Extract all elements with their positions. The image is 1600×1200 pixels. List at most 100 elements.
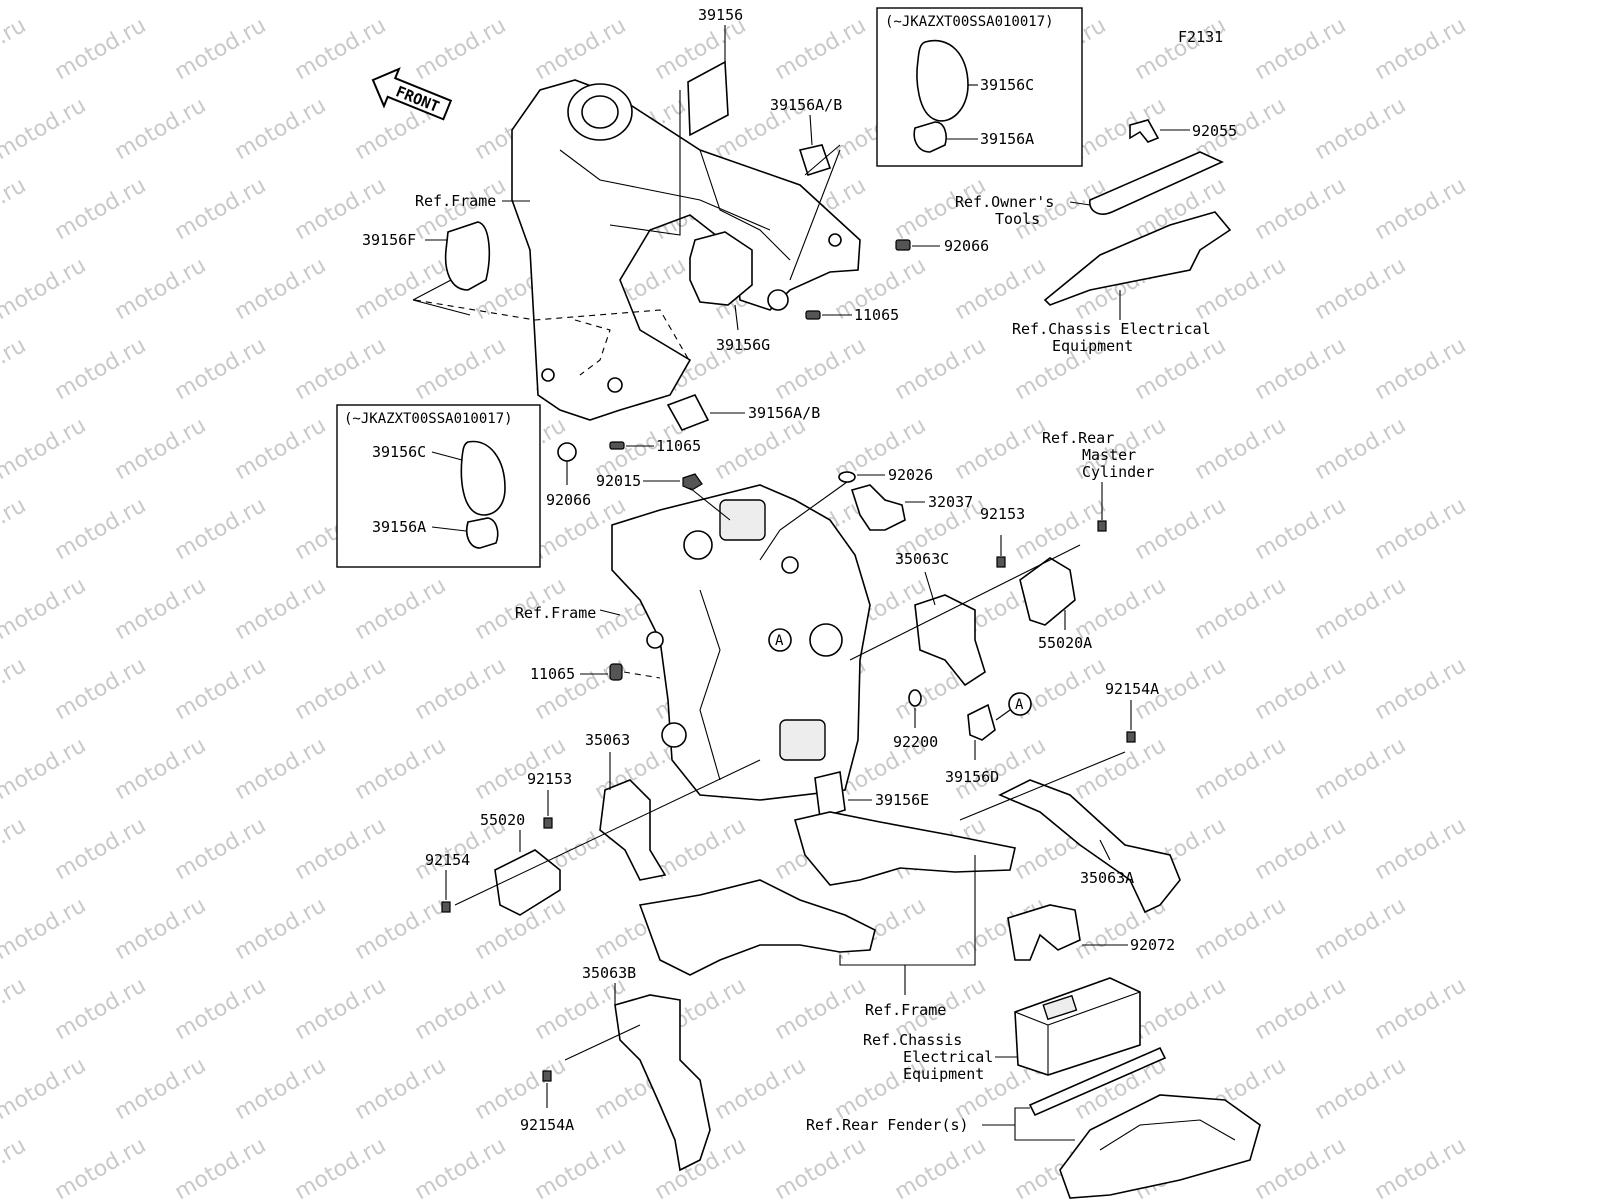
watermark-text: motod.ru [951, 0, 1051, 5]
watermark-text: motod.ru [1311, 93, 1411, 165]
watermark-text: motod.ru [891, 1133, 991, 1200]
watermark-text: motod.ru [1371, 13, 1471, 85]
label-32037: 32037 [928, 493, 973, 511]
grommet-92066-left [557, 442, 577, 462]
watermark-text: motod.ru [771, 13, 871, 85]
watermark-text: motod.ru [591, 0, 691, 5]
label-35063: 35063 [585, 731, 630, 749]
battery [1014, 977, 1141, 1076]
inset-left-label-39156a: 39156A [372, 518, 426, 536]
watermark-text: motod.ru [0, 573, 90, 645]
washer-92026 [838, 471, 856, 483]
label-92055: 92055 [1192, 122, 1237, 140]
watermark-text: motod.ru [711, 1053, 811, 1125]
label-92026: 92026 [888, 466, 933, 484]
watermark-text: motod.ru [831, 0, 931, 5]
watermark-text: motod.ru [231, 1053, 331, 1125]
watermark-text: motod.ru [51, 173, 151, 245]
label-39156g: 39156G [716, 336, 770, 354]
ref-chassis-low-1: Ref.Chassis [863, 1031, 962, 1049]
watermark-text: motod.ru [1311, 573, 1411, 645]
ref-chassis-top-1: Ref.Chassis Electrical [1012, 320, 1211, 338]
label-55020a: 55020A [1038, 634, 1092, 652]
watermark-text: motod.ru [411, 973, 511, 1045]
watermark-text: motod.ru [1371, 1133, 1471, 1200]
chassis-electrical-bracket-top [1043, 211, 1232, 306]
callout-a-frame [768, 628, 792, 652]
watermark-text: motod.ru [0, 893, 90, 965]
watermark-text: motod.ru [1131, 973, 1231, 1045]
watermark-text: motod.ru [171, 173, 271, 245]
label-92154a-right: 92154A [1105, 680, 1159, 698]
label-92154: 92154 [425, 851, 470, 869]
label-39156f: 39156F [362, 231, 416, 249]
watermark-text: motod.ru [771, 973, 871, 1045]
watermark-text: motod.ru [1251, 13, 1351, 85]
bracket-35063a [998, 779, 1181, 914]
watermark-text: motod.ru [231, 893, 331, 965]
clip-11065-mid [609, 441, 625, 450]
watermark-text: motod.ru [1191, 733, 1291, 805]
watermark-text: motod.ru [171, 333, 271, 405]
label-35063c: 35063C [895, 550, 949, 568]
watermark-text: motod.ru [291, 973, 391, 1045]
watermark-text: motod.ru [1191, 573, 1291, 645]
watermark-text: motod.ru [951, 413, 1051, 485]
watermark-text: motod.ru [111, 893, 211, 965]
watermark-text: motod.ru [351, 893, 451, 965]
watermark-text: motod.ru [171, 493, 271, 565]
watermark-text: motod.ru [1191, 0, 1291, 5]
watermark-text: motod.ru [411, 653, 511, 725]
watermark-text: motod.ru [411, 1133, 511, 1200]
label-11065-mid: 11065 [656, 437, 701, 455]
watermark-text: motod.ru [1191, 413, 1291, 485]
callout-a-frame-text: A [775, 633, 784, 649]
watermark-text: motod.ru [1371, 813, 1471, 885]
watermark-text: motod.ru [1191, 893, 1291, 965]
watermark-text: motod.ru [531, 1133, 631, 1200]
grommet-92066-top [895, 239, 911, 251]
watermark-text: motod.ru [0, 413, 90, 485]
watermark-text: motod.ru [0, 1053, 90, 1125]
watermark-text: motod.ru [0, 973, 30, 1045]
inset-top-label-39156c: 39156C [980, 76, 1034, 94]
watermark-text: motod.ru [171, 13, 271, 85]
label-11065-top: 11065 [854, 306, 899, 324]
label-92066-left: 92066 [546, 491, 591, 509]
watermark-text: motod.ru [291, 653, 391, 725]
watermark-text: motod.ru [1251, 973, 1351, 1045]
cover-39156a-left [465, 517, 499, 549]
watermark-text: motod.ru [51, 493, 151, 565]
watermark-text: motod.ru [0, 333, 30, 405]
label-39156: 39156 [698, 6, 743, 24]
watermark-text: motod.ru [231, 413, 331, 485]
ref-owners-tools-2: Tools [995, 210, 1040, 228]
middle-frame-drawing [599, 484, 871, 801]
cover-39156c-left [460, 440, 506, 516]
watermark-text: motod.ru [0, 733, 90, 805]
watermark-text: motod.ru [351, 1053, 451, 1125]
inset-left-label-39156c: 39156C [372, 443, 426, 461]
diagram-code: F2131 [1178, 28, 1223, 46]
bolt-92154 [441, 901, 451, 913]
ref-rear-master-1: Ref.Rear [1042, 429, 1114, 447]
label-39156ab-top: 39156A/B [770, 96, 842, 114]
watermark-text: motod.ru [1311, 1053, 1411, 1125]
watermark-text: motod.ru [231, 733, 331, 805]
watermark-text: motod.ru [1131, 333, 1231, 405]
watermark-text: motod.ru [1131, 493, 1231, 565]
watermark-text: motod.ru [1371, 493, 1471, 565]
guard-55020 [494, 849, 561, 916]
label-92072: 92072 [1130, 936, 1175, 954]
label-39156d: 39156D [945, 768, 999, 786]
inset-left-serial: (~JKAZXT00SSA010017) [344, 411, 513, 427]
inset-top-box [876, 7, 1083, 167]
watermark-text: motod.ru [171, 1133, 271, 1200]
label-35063a: 35063A [1080, 869, 1134, 887]
watermark-text: motod.ru [1071, 733, 1171, 805]
label-92153-left: 92153 [527, 770, 572, 788]
subframe-upper [793, 811, 1016, 886]
bolt-92153-right [996, 556, 1006, 568]
watermark-text: motod.ru [0, 253, 90, 325]
watermark-text: motod.ru [291, 13, 391, 85]
